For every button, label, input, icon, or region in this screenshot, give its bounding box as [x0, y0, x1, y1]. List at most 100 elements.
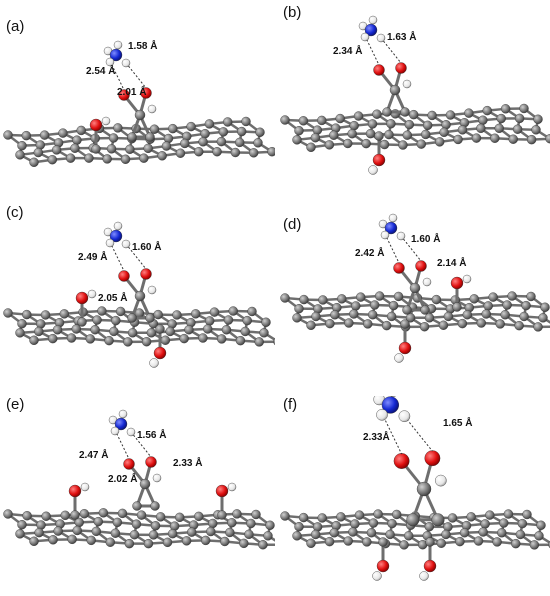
- carbon-atom: [202, 324, 213, 334]
- carbon-atom: [150, 501, 160, 511]
- carbon-atom: [280, 293, 290, 303]
- carbon-atom: [125, 144, 135, 154]
- carbon-atom: [15, 328, 25, 338]
- carbon-atom: [40, 310, 51, 320]
- carbon-atom: [529, 540, 540, 550]
- hydrogen-atom: [113, 40, 123, 50]
- carbon-atom: [347, 128, 357, 139]
- carbon-atom: [441, 529, 451, 540]
- carbon-atom: [424, 522, 435, 532]
- carbon-atom: [112, 517, 123, 528]
- oxygen-atom: [423, 559, 437, 573]
- carbon-atom: [526, 291, 536, 302]
- carbon-atom: [402, 305, 412, 315]
- carbon-atom: [436, 538, 447, 548]
- distance-label: 2.33Å: [363, 430, 390, 443]
- carbon-atom: [79, 509, 90, 519]
- hydrogen-atom: [110, 426, 120, 436]
- carbon-atom: [34, 527, 44, 538]
- hydrogen-atom: [368, 165, 378, 175]
- panel-label: (f): [283, 396, 298, 413]
- carbon-atom: [206, 526, 216, 537]
- carbon-atom: [507, 291, 517, 301]
- carbon-atom: [104, 335, 114, 346]
- carbon-atom: [212, 146, 222, 157]
- oxygen-atom: [424, 450, 441, 467]
- carbon-atom: [77, 317, 87, 327]
- carbon-atom: [29, 536, 39, 546]
- carbon-atom: [217, 510, 227, 520]
- oxygen-atom: [373, 64, 385, 76]
- carbon-atom: [93, 516, 104, 527]
- carbon-atom: [343, 138, 353, 149]
- oxygen-atom: [153, 346, 167, 360]
- carbon-atom: [98, 508, 109, 518]
- carbon-atom: [181, 536, 192, 546]
- carbon-atom: [165, 326, 175, 337]
- carbon-atom: [379, 139, 390, 150]
- carbon-atom: [29, 157, 39, 167]
- carbon-atom: [366, 528, 377, 538]
- carbon-atom: [425, 537, 435, 547]
- hydrogen-atom: [121, 239, 131, 249]
- carbon-atom: [134, 290, 146, 302]
- carbon-atom: [113, 123, 123, 133]
- carbon-atom: [109, 326, 119, 337]
- molecule-structure: 1.60 Å 2.49 Å 2.05 Å: [3, 221, 275, 368]
- carbon-atom: [105, 537, 116, 547]
- carbon-atom: [372, 109, 382, 119]
- carbon-atom: [200, 128, 210, 139]
- carbon-atom: [194, 147, 204, 157]
- molecule-structure: 1.60 Å 2.42 Å 2.14 Å: [280, 213, 550, 363]
- carbon-atom: [393, 291, 404, 302]
- panel-d: (d) 1.60 Å 2.42 Å 2.14 Å: [275, 198, 550, 396]
- carbon-atom: [488, 292, 498, 302]
- carbon-atom: [52, 325, 63, 335]
- carbon-atom: [298, 512, 309, 523]
- carbon-atom: [325, 318, 335, 329]
- carbon-atom: [179, 333, 189, 344]
- carbon-atom: [172, 310, 182, 320]
- carbon-atom: [388, 300, 399, 311]
- carbon-atom: [184, 325, 194, 335]
- carbon-atom: [34, 326, 44, 337]
- atoms-layer: [3, 40, 275, 167]
- carbon-atom: [248, 148, 259, 158]
- carbon-atom: [22, 309, 32, 320]
- distance-label: 1.56 Å: [137, 428, 166, 441]
- distance-label: 2.02 Å: [108, 472, 137, 485]
- carbon-atom: [254, 337, 264, 347]
- hydrogen-atom: [105, 57, 115, 67]
- distance-label: 2.49 Å: [78, 250, 107, 263]
- hydrogen-bond: [109, 241, 125, 272]
- nitrogen-atom: [109, 229, 123, 243]
- carbon-atom: [526, 134, 537, 145]
- carbon-atom: [531, 125, 541, 135]
- hydrogen-atom: [419, 571, 429, 581]
- carbon-atom: [502, 300, 512, 310]
- hydrogen-atom: [87, 289, 97, 299]
- carbon-atom: [198, 137, 208, 147]
- atoms-layer: [3, 221, 275, 368]
- nitrogen-atom: [109, 48, 123, 62]
- carbon-atom: [139, 153, 149, 163]
- distance-label: 2.14 Å: [437, 256, 466, 269]
- carbon-atom: [455, 536, 465, 547]
- carbon-atom: [175, 148, 186, 158]
- carbon-atom: [273, 338, 275, 346]
- carbon-atom: [220, 536, 230, 547]
- hydrogen-atom: [152, 473, 162, 483]
- carbon-atom: [492, 537, 502, 547]
- carbon-atom: [294, 303, 304, 314]
- carbon-atom: [261, 317, 271, 327]
- carbon-atom: [194, 511, 204, 522]
- atoms-layer: [280, 213, 550, 363]
- carbon-atom: [127, 313, 137, 323]
- carbon-atom: [457, 125, 468, 135]
- carbon-atom: [65, 153, 76, 163]
- distance-label: 1.58 Å: [128, 39, 157, 52]
- carbon-atom: [306, 320, 316, 330]
- carbon-atom: [15, 150, 25, 160]
- carbon-atom: [242, 315, 252, 326]
- carbon-atom: [365, 128, 376, 139]
